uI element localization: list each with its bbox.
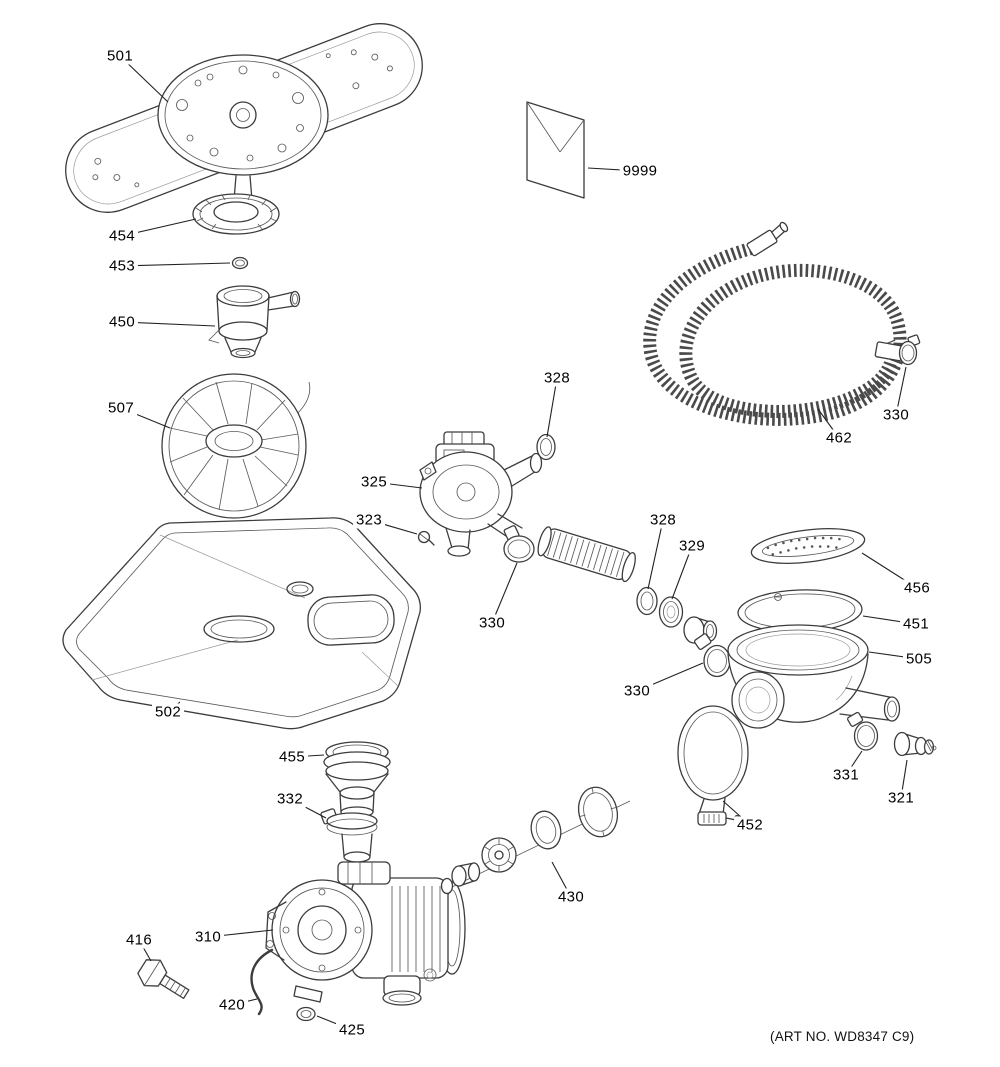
part-456-gasket — [750, 528, 866, 564]
part-505-sump-housing — [727, 593, 901, 729]
part-420-wire-clip — [250, 948, 274, 1016]
callout-502: 502 — [152, 703, 184, 721]
leader-330b — [491, 562, 518, 624]
part-325-drain-pump — [419, 431, 543, 557]
callout-451: 451 — [900, 615, 932, 633]
callout-330a: 330 — [880, 406, 912, 424]
part-455-funnel — [323, 741, 391, 818]
callout-328a: 328 — [541, 369, 573, 387]
part-9999-literature — [526, 101, 585, 199]
callout-328b: 328 — [647, 511, 679, 529]
callout-501: 501 — [104, 47, 136, 65]
callout-456: 456 — [901, 579, 933, 597]
callout-9999: 9999 — [619, 162, 661, 180]
part-328b-seal — [636, 586, 658, 616]
callout-321: 321 — [885, 789, 917, 807]
callout-452: 452 — [734, 816, 766, 834]
part-330c-clamp — [693, 633, 731, 678]
part-450-hub — [208, 285, 301, 359]
part-416-bolt — [137, 959, 190, 1000]
part-329-coupling — [658, 596, 684, 628]
part-453-o-ring — [231, 256, 249, 270]
callout-454: 454 — [106, 227, 138, 245]
part-330a-clamp — [898, 334, 921, 366]
part-430-impeller-kit — [440, 786, 631, 895]
callout-453: 453 — [106, 257, 138, 275]
part-330b-clamp — [503, 525, 535, 563]
part-452-clamp — [677, 705, 749, 826]
leader-328a — [546, 377, 558, 438]
art-number: (ART NO. WD8347 C9) — [770, 1029, 915, 1044]
part-507-filter-plate — [161, 373, 311, 519]
callout-416: 416 — [123, 931, 155, 949]
part-425-nut — [296, 1006, 316, 1022]
part-328a-seal — [536, 433, 556, 461]
leader-328b — [647, 519, 664, 590]
part-502-sump-gasket — [62, 517, 421, 730]
callout-323: 323 — [353, 511, 385, 529]
callout-332: 332 — [274, 790, 306, 808]
callout-462: 462 — [823, 429, 855, 447]
callout-425: 425 — [336, 1021, 368, 1039]
part-462-drain-hose — [642, 221, 908, 427]
callout-331: 331 — [830, 766, 862, 784]
callout-310: 310 — [192, 928, 224, 946]
part-454-support — [192, 193, 280, 235]
part-coupler — [683, 616, 718, 644]
part-332-clamp — [320, 808, 378, 863]
callout-505: 505 — [903, 650, 935, 668]
leader-329 — [671, 545, 693, 600]
part-connector-hose — [537, 526, 636, 583]
part-310-motor-pump — [265, 861, 466, 1006]
callout-325: 325 — [358, 473, 390, 491]
leader-453 — [121, 262, 231, 267]
callout-455: 455 — [276, 748, 308, 766]
callout-420: 420 — [216, 996, 248, 1014]
part-321-check-valve — [893, 731, 937, 757]
callout-430: 430 — [555, 888, 587, 906]
callout-329: 329 — [676, 537, 708, 555]
part-323-screw — [417, 530, 435, 546]
callout-507: 507 — [105, 399, 137, 417]
callout-330c: 330 — [621, 682, 653, 700]
callout-450: 450 — [106, 313, 138, 331]
part-501-spray-arm — [65, 23, 423, 213]
part-331-clamp — [847, 711, 879, 751]
callout-330b: 330 — [476, 614, 508, 632]
